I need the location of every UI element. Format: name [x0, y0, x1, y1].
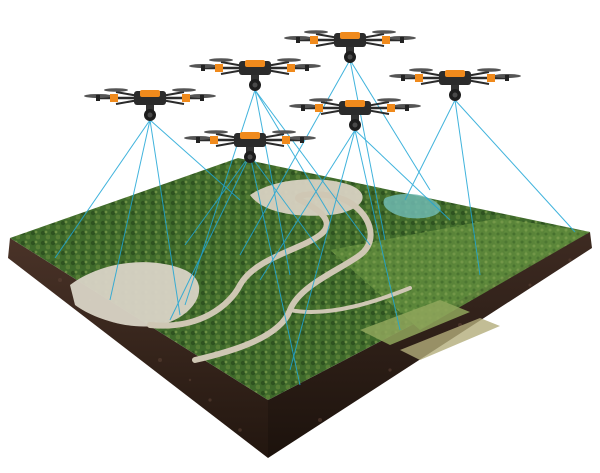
drones	[82, 28, 523, 165]
drone-left	[82, 86, 218, 123]
quarry-area	[70, 262, 200, 327]
field-strip	[360, 300, 470, 345]
field-strip-2	[400, 318, 500, 360]
drone-upper-left	[187, 56, 323, 93]
drone-top-center	[282, 28, 418, 65]
terrain-surface	[10, 158, 590, 400]
terrain-block	[8, 158, 592, 458]
drone-upper-right	[387, 66, 523, 103]
road-branch	[288, 286, 412, 314]
drone-center	[287, 96, 423, 133]
pond	[383, 193, 441, 219]
scan-lines	[54, 59, 576, 386]
field-area	[330, 218, 590, 330]
